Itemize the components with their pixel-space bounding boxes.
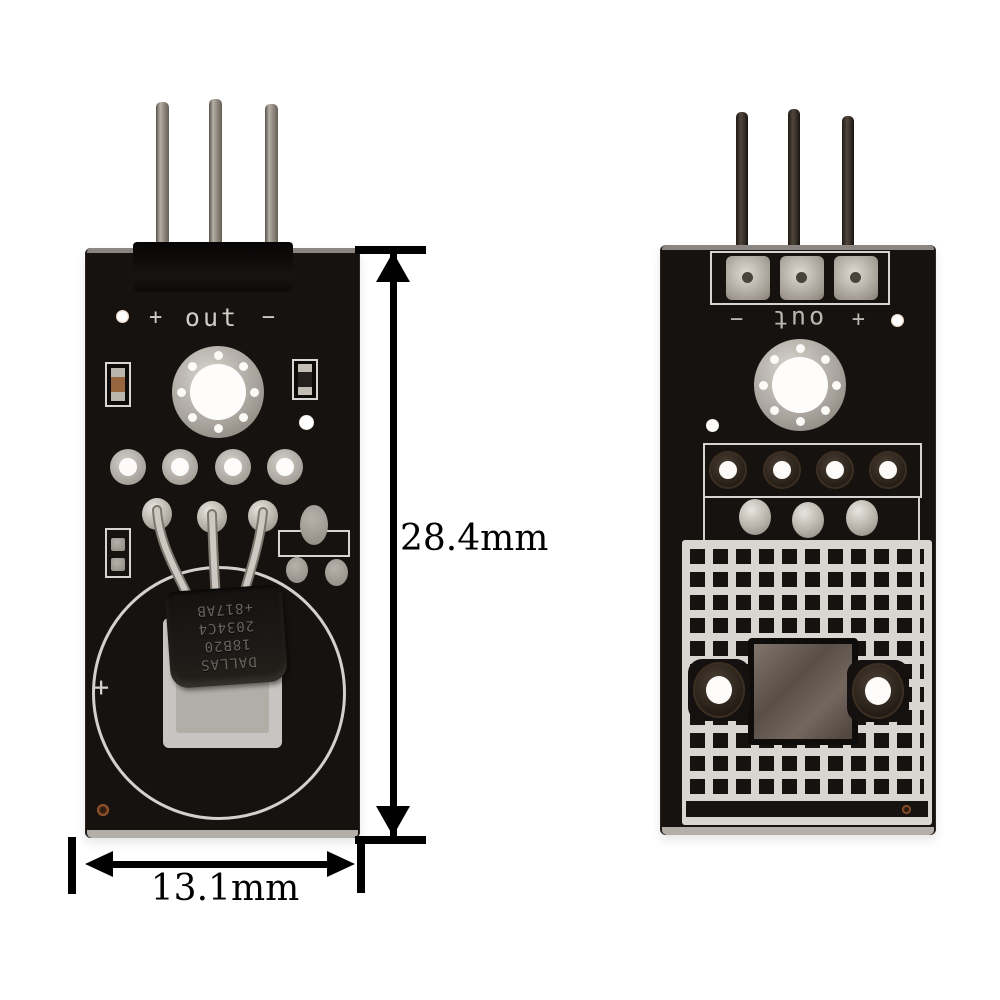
via-hole xyxy=(239,413,248,422)
plated-hole xyxy=(267,449,303,485)
dimension-extension-line xyxy=(357,836,365,893)
plated-hole xyxy=(763,451,801,489)
via-hole xyxy=(177,388,186,397)
fiducial-dot xyxy=(902,805,911,814)
plated-hole xyxy=(162,449,198,485)
via-hole xyxy=(770,355,779,364)
mounting-hole-ring xyxy=(172,346,264,438)
solder-pad xyxy=(111,538,125,551)
silkscreen-plus: + xyxy=(149,304,163,330)
smd-capacitor xyxy=(298,364,312,395)
header-pin xyxy=(788,109,800,248)
via-hole xyxy=(796,417,805,426)
header-pin xyxy=(842,116,854,248)
chip-marking-line: 18B20 xyxy=(203,635,252,656)
solder-joint xyxy=(846,500,878,536)
metal-pad xyxy=(748,638,858,745)
dimension-tick-bottom xyxy=(355,836,426,844)
via-hole xyxy=(188,362,197,371)
via-hole xyxy=(770,406,779,415)
width-dimension-label: 13.1mm xyxy=(150,868,300,909)
via-hole xyxy=(214,351,223,360)
silkscreen-minus: − xyxy=(730,306,744,332)
silkscreen-line xyxy=(703,496,705,542)
via-hole xyxy=(214,424,223,433)
silkscreen-out-label: out xyxy=(770,304,825,334)
small-hole xyxy=(299,415,314,430)
silkscreen-plus: + xyxy=(851,306,865,332)
back-module: − out + xyxy=(660,109,936,835)
front-module: + out − xyxy=(85,99,360,838)
arrowhead-up xyxy=(376,252,410,282)
dimension-line-vertical xyxy=(390,253,397,836)
fiducial-dot xyxy=(97,804,109,816)
dimension-line-horizontal xyxy=(100,861,340,868)
header-solder-joint xyxy=(726,256,770,300)
header-pin xyxy=(156,102,169,254)
header-solder-joint xyxy=(780,256,824,300)
small-hole xyxy=(891,314,904,327)
mounting-hole xyxy=(772,357,828,413)
small-hole xyxy=(706,419,719,432)
silkscreen-line xyxy=(918,496,920,542)
mounting-hole-ring xyxy=(754,339,846,431)
plated-hole xyxy=(215,449,251,485)
smd-resistor-footprint xyxy=(105,362,131,407)
header-solder-outline xyxy=(710,251,890,305)
mounting-hole-ring xyxy=(693,662,745,718)
solder-pad xyxy=(300,505,328,545)
pcb-edge xyxy=(87,830,358,838)
pcb-edge xyxy=(662,827,934,835)
header-holes-outline xyxy=(703,443,922,498)
plated-hole xyxy=(816,451,854,489)
via-hole xyxy=(250,388,259,397)
via-hole xyxy=(796,344,805,353)
via-hole xyxy=(188,413,197,422)
via-hole xyxy=(239,362,248,371)
header-pin xyxy=(736,112,748,248)
arrowhead-left xyxy=(85,851,113,877)
silkscreen-label-row: − out + xyxy=(730,304,865,334)
via-hole xyxy=(821,406,830,415)
arrowhead-down xyxy=(376,806,410,836)
solder-joint xyxy=(792,502,824,538)
header-pin xyxy=(209,99,222,254)
solder-pad xyxy=(325,559,348,586)
dimension-extension-line xyxy=(68,837,76,894)
header-pin xyxy=(265,104,278,254)
via-hole xyxy=(759,381,768,390)
dimension-tick-top xyxy=(355,246,426,254)
silkscreen-label-row: + out − xyxy=(149,302,275,332)
pcb-edge xyxy=(662,245,934,250)
height-dimension-label: 28.4mm xyxy=(400,518,549,559)
ds18b20-chip: DALLAS 18B20 2034C4 +817AB xyxy=(164,584,289,689)
via-hole xyxy=(821,355,830,364)
header-solder-joint xyxy=(834,256,878,300)
small-hole xyxy=(116,310,129,323)
chip-marking: DALLAS 18B20 2034C4 +817AB xyxy=(165,584,288,689)
smd-resistor xyxy=(111,368,125,401)
via-hole xyxy=(832,381,841,390)
smd-footprint xyxy=(105,528,131,578)
arrowhead-right xyxy=(327,851,355,877)
silkscreen-minus: − xyxy=(261,304,275,330)
plated-hole xyxy=(709,451,747,489)
battery-plus-mark: + xyxy=(93,672,110,703)
silkscreen-bar xyxy=(686,801,928,817)
smd-capacitor-footprint xyxy=(292,359,318,400)
mounting-hole xyxy=(190,364,246,420)
solder-pad xyxy=(286,557,308,583)
mounting-hole-ring xyxy=(852,663,904,719)
plated-hole xyxy=(869,451,907,489)
silkscreen-out-label: out xyxy=(184,302,240,332)
solder-pad xyxy=(111,558,125,571)
pin-header-block xyxy=(133,242,293,292)
plated-hole xyxy=(110,449,146,485)
solder-joint xyxy=(739,499,771,535)
